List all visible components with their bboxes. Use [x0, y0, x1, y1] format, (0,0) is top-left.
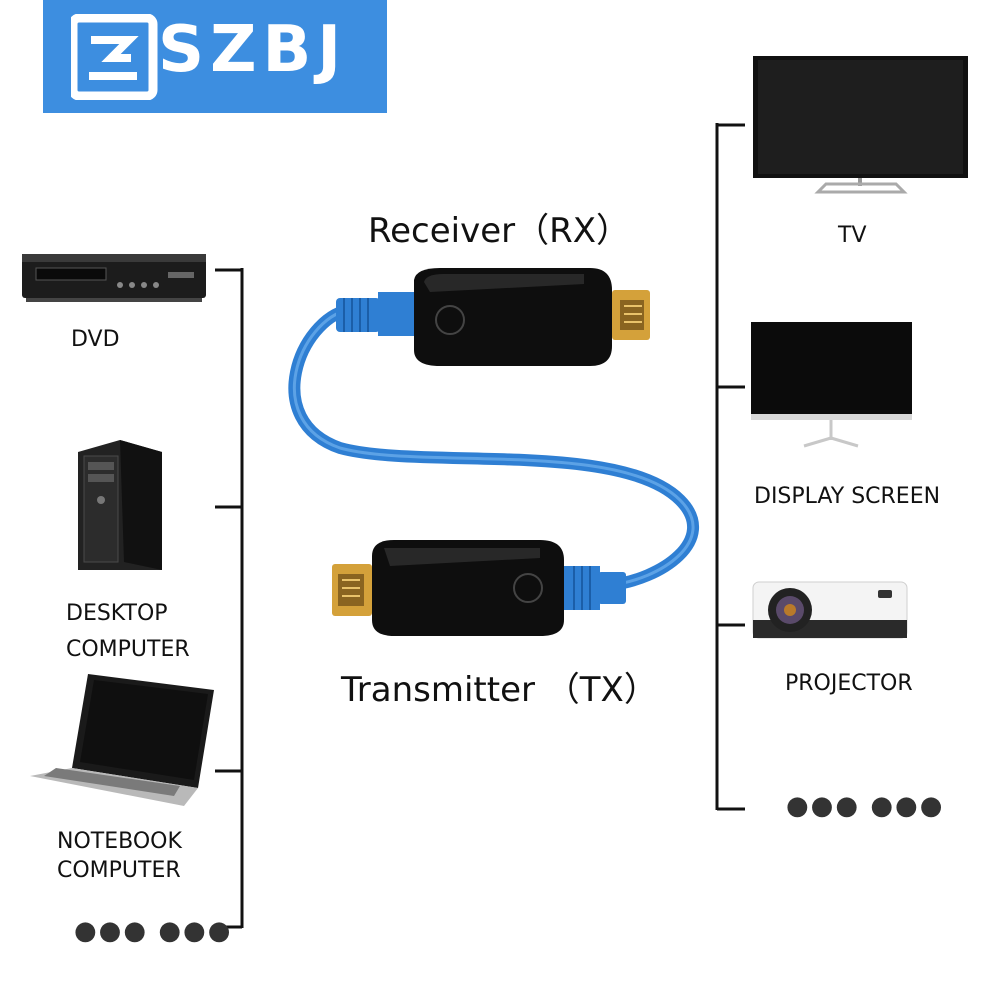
source-label-desktop-line2: COMPUTER: [66, 637, 190, 662]
source-label-notebook-line2: COMPUTER: [57, 858, 181, 883]
receiver-body: [414, 268, 612, 366]
source-label-notebook-line1: NOTEBOOK: [57, 829, 182, 854]
receiver-strain-relief: [336, 298, 380, 332]
display-label-projector: PROJECTOR: [785, 671, 913, 696]
monitor-icon: [751, 322, 912, 448]
brand-name: SZBJ: [158, 13, 348, 87]
left-bracket: [215, 268, 244, 929]
receiver-logo-icon: [435, 305, 465, 335]
laptop-icon: [30, 674, 214, 806]
display-label-screen: DISPLAY SCREEN: [754, 484, 941, 509]
blue-cable: [288, 304, 700, 591]
display-label-tv: TV: [838, 223, 867, 248]
source-more-dots: ●●● ●●●: [74, 916, 233, 946]
source-label-dvd: DVD: [71, 327, 120, 352]
tv-icon: [753, 56, 968, 194]
display-more-dots: ●●● ●●●: [786, 791, 945, 821]
brand-logo: [43, 0, 387, 113]
projector-icon: [752, 581, 908, 639]
transmitter-logo-icon: [513, 573, 543, 603]
transmitter-unit: [332, 540, 626, 636]
receiver-unit: [336, 268, 650, 366]
right-bracket: [715, 123, 745, 811]
brand-mark-icon: [71, 14, 158, 100]
dvd-player-icon: [22, 254, 206, 302]
receiver-label: Receiver（RX）: [368, 211, 631, 251]
source-label-desktop-line1: DESKTOP: [66, 601, 168, 626]
transmitter-label: Transmitter （TX）: [341, 670, 658, 710]
desktop-tower-icon: [78, 440, 162, 570]
